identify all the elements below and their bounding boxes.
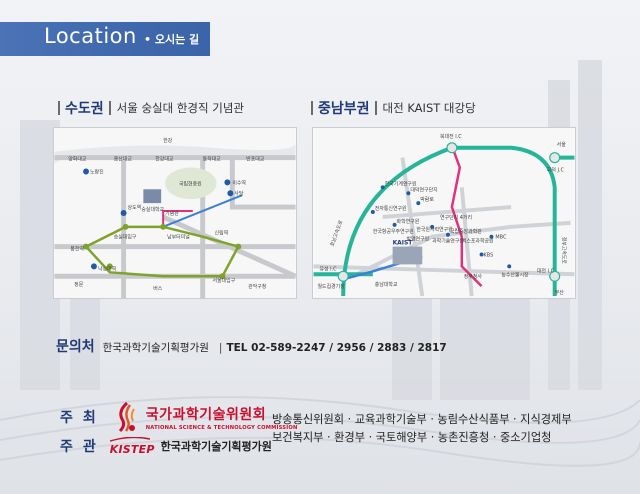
map-label-soongsil-station: 숭실대입구 bbox=[114, 234, 137, 241]
map-label-bus: 버스 bbox=[153, 285, 163, 292]
map-label-expressway2: 경부고속도로 bbox=[561, 237, 568, 265]
map-label-lab6: 발명연구원 bbox=[406, 236, 429, 243]
map-label-cyber: 엑스포과학공원 bbox=[462, 238, 494, 245]
organizer-label: 주관 bbox=[60, 439, 106, 455]
nstc-emblem-icon bbox=[118, 401, 135, 433]
map-label-museum: 기념관 bbox=[165, 210, 179, 217]
map-label-gate: 정문 bbox=[74, 281, 84, 288]
contact-telephone: TEL 02-589-2247 / 2956 / 2883 / 2817 bbox=[226, 342, 447, 354]
daejeon-place: 대전 KAIST 대강당 bbox=[382, 101, 476, 115]
map-label-world-cup: 월드컵경기장 bbox=[317, 283, 345, 290]
map-label-yuseong-ic: 유성 I.C bbox=[319, 265, 337, 272]
nstc-name-korean: 국가과학기술위원회 bbox=[145, 406, 267, 423]
map-label-lab2: 대덕연구단지 bbox=[410, 186, 437, 193]
kistep-name-korean: 한국과학기술기획평가원 bbox=[160, 440, 272, 453]
contact-info: 문의처 한국과학기술기획평가원 | TEL 02-589-2247 / 2956… bbox=[56, 336, 447, 356]
kistep-wordmark: KISTEP bbox=[109, 442, 155, 456]
contact-separator: | bbox=[218, 342, 223, 354]
map-label-lab5: 과학기술연구원 bbox=[432, 238, 464, 245]
heading-bar bbox=[311, 101, 313, 115]
daejeon-section-heading: 중남부권 대전 KAIST 대강당 bbox=[311, 98, 476, 118]
seoul-region-title: 수도권 bbox=[65, 101, 104, 117]
map-label-institute1: 한국항공우주연구원 bbox=[373, 228, 414, 235]
kistep-logo: KISTEP 한국과학기술기획평가원 bbox=[109, 436, 272, 456]
map-label-cemetery: 국립현충원 bbox=[179, 180, 202, 187]
daejeon-map[interactable]: 북대전 I.C 서울 회덕 J.C 한국기계연구원 대덕연구단지 박람로 전자통… bbox=[312, 127, 576, 299]
map-label-road3: 한강대교 bbox=[155, 156, 174, 163]
map-label-road4: 동작대교 bbox=[203, 156, 222, 163]
ministries-line-1: 방송통신위원회 · 교육과학기술부 · 농림수산식품부 · 지식경제부 bbox=[272, 413, 572, 426]
heading-bar bbox=[108, 101, 111, 115]
map-label-lab1: 한국기계연구원 bbox=[385, 180, 417, 187]
ministries-list: 방송통신위원회 · 교육과학기술부 · 농림수산식품부 · 지식경제부 보건복지… bbox=[272, 411, 612, 447]
map-label-market: 농수산물시장 bbox=[501, 271, 529, 278]
kistep-swoosh-icon bbox=[109, 436, 150, 442]
map-label-lab3: 전자통신연구원 bbox=[375, 205, 407, 212]
daejeon-map-graphic: 북대전 I.C 서울 회덕 J.C 한국기계연구원 대덕연구단지 박람로 전자통… bbox=[313, 128, 575, 298]
map-label-sillim: 신림역 bbox=[215, 230, 229, 237]
page-subtitle: • 오시는 길 bbox=[144, 33, 200, 46]
map-label-lab4: 화학연구원 bbox=[397, 218, 420, 225]
contact-label: 문의처 bbox=[56, 339, 95, 355]
heading-bar bbox=[58, 101, 60, 115]
map-label-hoedeok-jc: 회덕 J.C bbox=[547, 166, 565, 173]
map-label-science-museum: 국립중앙과학관 bbox=[450, 228, 482, 235]
nstc-name-english: NATIONAL SCIENCE & TECHNOLOGY COMMISSION bbox=[145, 424, 298, 431]
map-label-univ: 숭실대학교 bbox=[141, 206, 164, 213]
map-label-north-ic: 북대전 I.C bbox=[440, 133, 462, 140]
map-label-isu: 이수역 bbox=[232, 179, 246, 186]
seoul-map[interactable]: 한강 양화대교 용산대교 한강대교 동작대교 반포대교 노량진 국립현충원 이수… bbox=[53, 127, 297, 299]
map-label-seoul-univ: 서울대입구 bbox=[213, 277, 236, 284]
map-label-gov: 정부청사 bbox=[464, 273, 483, 280]
map-label-kbs: KBS bbox=[484, 252, 494, 258]
map-label-seoul: 서울 bbox=[557, 141, 567, 148]
map-label-crossroad: 연구단지 4거리 bbox=[440, 214, 472, 221]
seoul-place: 서울 숭실대 한경직 기념관 bbox=[116, 101, 244, 115]
seoul-map-graphic: 한강 양화대교 용산대교 한강대교 동작대교 반포대교 노량진 국립현충원 이수… bbox=[54, 128, 296, 298]
daejeon-region-title: 중남부권 bbox=[318, 101, 370, 117]
map-label-top: 한강 bbox=[163, 137, 173, 144]
seoul-section-heading: 수도권 서울 숭실대 한경직 기념관 bbox=[58, 98, 244, 118]
map-label-bongcheon: 봉천역 bbox=[70, 246, 84, 253]
map-label-road2: 용산대교 bbox=[114, 156, 133, 163]
map-label-expo: 박람로 bbox=[420, 196, 434, 203]
map-label-nakseongdae: 낙성대역 bbox=[98, 265, 116, 272]
map-label-daejeon-ic: 대전 I.C bbox=[537, 267, 555, 274]
map-label-nodeul: 노량진 bbox=[90, 168, 104, 175]
map-label-busan: 부산 bbox=[555, 289, 565, 296]
heading-bar bbox=[374, 101, 377, 115]
map-label-road5: 반포대교 bbox=[246, 156, 265, 163]
map-label-institute2: 한국원자력연구원 bbox=[416, 226, 452, 233]
map-label-nambu: 남부터미널 bbox=[167, 234, 190, 241]
map-label-chungnam: 충남대학교 bbox=[375, 281, 398, 288]
map-label-sadang: 사당 bbox=[234, 190, 244, 197]
host-row: 주최 국가과학기술위원회 NATIONAL SCIENCE & TECHNOLO… bbox=[60, 401, 298, 433]
contact-org: 한국과학기술기획평가원 bbox=[102, 342, 209, 354]
host-label: 주최 bbox=[60, 410, 106, 426]
map-label-kaist: KAIST bbox=[393, 240, 413, 247]
header-bar bbox=[0, 22, 210, 56]
map-label-gwanak: 관악구청 bbox=[248, 283, 266, 290]
map-label-mbc: MBC bbox=[495, 235, 507, 241]
page-title: Location bbox=[44, 24, 137, 48]
organizer-row: 주관 KISTEP 한국과학기술기획평가원 bbox=[60, 436, 272, 456]
map-label-road1: 양화대교 bbox=[68, 156, 87, 163]
map-label-sangdo: 상도역 bbox=[128, 204, 142, 211]
ministries-line-2: 보건복지부 · 환경부 · 국토해양부 · 농촌진흥청 · 중소기업청 bbox=[272, 431, 552, 444]
nstc-logo: 국가과학기술위원회 NATIONAL SCIENCE & TECHNOLOGY … bbox=[112, 401, 298, 433]
